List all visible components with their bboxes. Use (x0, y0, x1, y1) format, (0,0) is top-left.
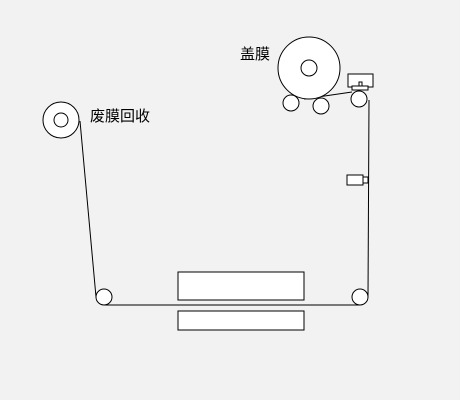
cover-film-reel-core (300, 59, 318, 77)
side-sensor-tip (362, 176, 369, 184)
roller-upper-left (282, 94, 300, 112)
bottom-rollers (95, 288, 369, 306)
press-plate-upper (177, 271, 305, 301)
waste-film-recovery-label: 废膜回收 (90, 107, 150, 125)
film-line-right-vertical (367, 99, 370, 298)
side-sensor (346, 174, 369, 186)
side-sensor-body (346, 174, 364, 186)
press-plates (177, 271, 305, 331)
roller-bottom-left (95, 288, 113, 306)
roller-upper-middle (312, 97, 330, 115)
peel-sensor (347, 73, 374, 91)
cover-film-label: 盖膜 (240, 45, 270, 63)
upper-rollers (282, 90, 368, 115)
peel-sensor-tab (358, 81, 363, 87)
film-line-waste-to-bottom-left (79, 120, 97, 298)
roller-upper-right (350, 90, 368, 108)
cover-film-reel (277, 36, 341, 100)
roller-bottom-right (351, 288, 369, 306)
waste-film-reel (42, 101, 80, 139)
waste-film-reel-core (53, 112, 69, 128)
press-plate-lower (177, 310, 305, 331)
peel-sensor-base (351, 85, 369, 91)
